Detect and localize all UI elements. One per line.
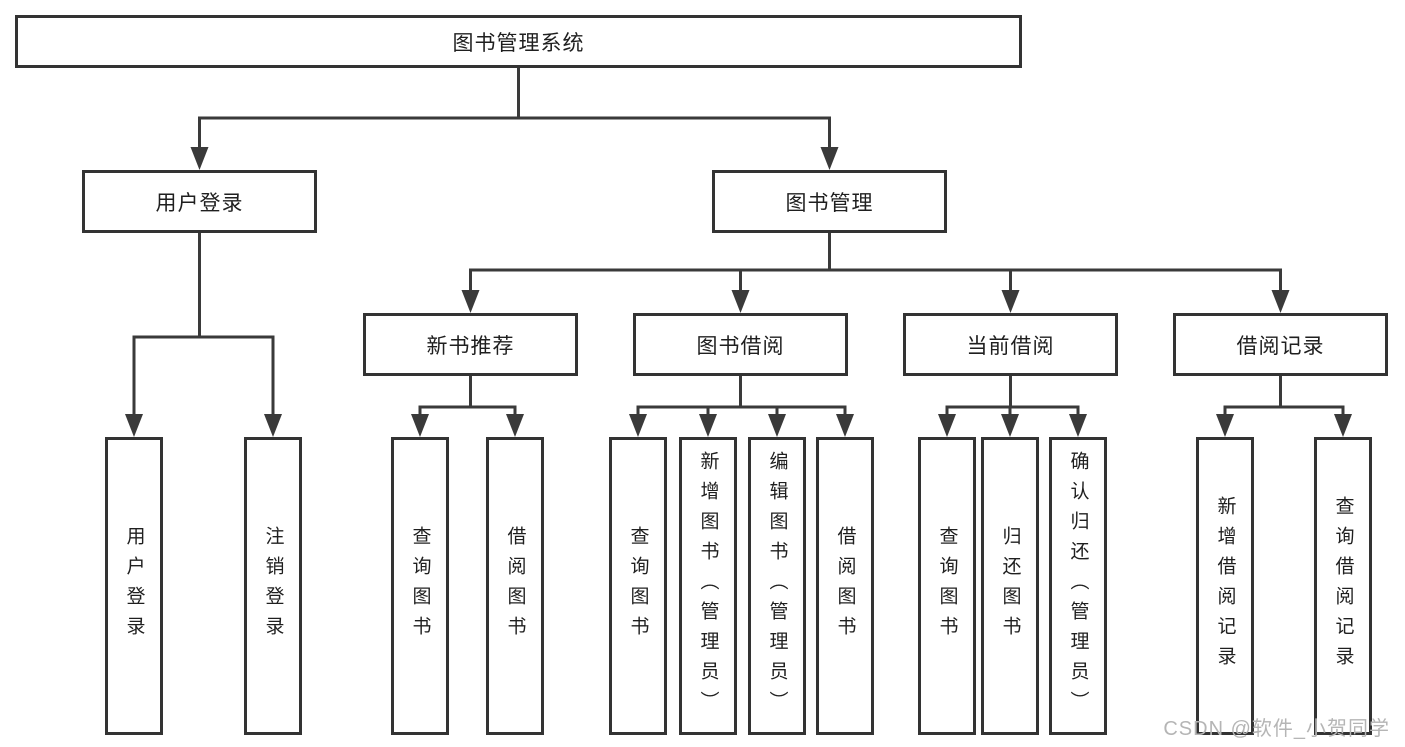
node-leaf-record-query-label: 查询借阅记录 (1332, 496, 1354, 676)
node-book-management-label: 图书管理 (785, 191, 874, 215)
node-leaf-current-query: 查询图书 (918, 437, 976, 735)
node-leaf-current-return-label: 归还图书 (999, 526, 1021, 646)
node-new-book-recommend: 新书推荐 (363, 313, 578, 376)
node-leaf-borrow-add-label: 新增图书（管理员） (697, 451, 719, 721)
node-borrow-record-label: 借阅记录 (1236, 334, 1325, 358)
node-leaf-borrow-edit-label: 编辑图书（管理员） (766, 451, 788, 721)
node-leaf-current-query-label: 查询图书 (936, 526, 958, 646)
node-leaf-borrow-edit: 编辑图书（管理员） (748, 437, 806, 735)
node-user-login-branch-label: 用户登录 (155, 191, 244, 215)
node-leaf-current-confirm: 确认归还（管理员） (1049, 437, 1107, 735)
node-current-borrow: 当前借阅 (903, 313, 1118, 376)
node-leaf-newbook-borrow-label: 借阅图书 (504, 526, 526, 646)
node-user-login-branch: 用户登录 (82, 170, 317, 233)
node-leaf-current-return: 归还图书 (981, 437, 1039, 735)
node-book-borrow: 图书借阅 (633, 313, 848, 376)
node-book-management: 图书管理 (712, 170, 947, 233)
node-leaf-newbook-query-label: 查询图书 (409, 526, 431, 646)
node-root-label: 图书管理系统 (452, 31, 585, 55)
node-leaf-borrow-query: 查询图书 (609, 437, 667, 735)
node-book-borrow-label: 图书借阅 (696, 334, 785, 358)
node-leaf-borrow-query-label: 查询图书 (627, 526, 649, 646)
node-leaf-logout-label: 注销登录 (262, 526, 284, 646)
node-leaf-current-confirm-label: 确认归还（管理员） (1067, 451, 1089, 721)
node-root: 图书管理系统 (15, 15, 1022, 68)
node-borrow-record: 借阅记录 (1173, 313, 1388, 376)
node-leaf-borrow-borrow: 借阅图书 (816, 437, 874, 735)
node-leaf-borrow-borrow-label: 借阅图书 (834, 526, 856, 646)
node-leaf-newbook-query: 查询图书 (391, 437, 449, 735)
node-new-book-recommend-label: 新书推荐 (426, 334, 515, 358)
csdn-watermark: CSDN @软件_小贺同学 (1163, 718, 1390, 740)
node-leaf-user-login: 用户登录 (105, 437, 163, 735)
node-leaf-newbook-borrow: 借阅图书 (486, 437, 544, 735)
node-leaf-record-query: 查询借阅记录 (1314, 437, 1372, 735)
node-current-borrow-label: 当前借阅 (966, 334, 1055, 358)
node-leaf-borrow-add: 新增图书（管理员） (679, 437, 737, 735)
node-leaf-record-add: 新增借阅记录 (1196, 437, 1254, 735)
node-leaf-user-login-label: 用户登录 (123, 526, 145, 646)
node-leaf-logout: 注销登录 (244, 437, 302, 735)
node-leaf-record-add-label: 新增借阅记录 (1214, 496, 1236, 676)
